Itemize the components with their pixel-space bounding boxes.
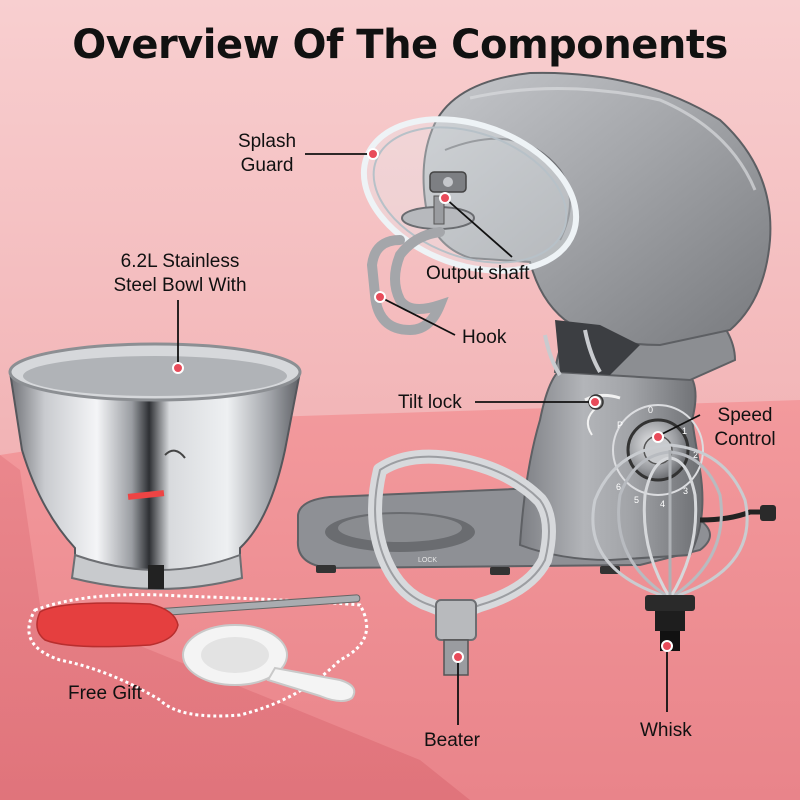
stainless-bowl: [8, 342, 302, 590]
label-splash-guard-line1: Splash: [237, 131, 297, 152]
base-lock-text: LOCK: [418, 557, 437, 564]
stand-mixer: LOCK 0 1 2 3: [296, 71, 776, 575]
dial-mark-6: 6: [616, 482, 621, 492]
label-speed-control-line1: Speed: [717, 405, 773, 426]
free-gift-accessories: [27, 593, 369, 718]
dial-mark-2: 2: [693, 450, 698, 460]
label-speed-control-line2: Control: [714, 429, 776, 450]
dial-mark-p: P: [617, 420, 623, 430]
label-splash-guard: Splash Guard: [222, 130, 312, 178]
table-front: [0, 455, 470, 800]
label-beater: Beater: [424, 730, 480, 751]
label-bowl-line2: Steel Bowl With: [113, 275, 247, 296]
label-tilt-lock: Tilt lock: [398, 392, 462, 413]
label-splash-guard-line2: Guard: [240, 155, 294, 176]
dial-mark-0: 0: [648, 405, 653, 415]
callout-dots: [172, 148, 673, 663]
label-output-shaft: Output shaft: [426, 263, 530, 284]
label-whisk: Whisk: [640, 720, 692, 741]
dough-hook: [366, 195, 475, 336]
dial-mark-4: 4: [660, 499, 665, 509]
label-hook: Hook: [462, 327, 507, 348]
callouts: [177, 153, 701, 725]
flat-beater: [368, 449, 556, 676]
dial-mark-5: 5: [634, 495, 639, 505]
wire-whisk: [591, 443, 749, 651]
dial-mark-3: 3: [683, 486, 688, 496]
label-bowl: 6.2L Stainless Steel Bowl With: [90, 250, 270, 298]
label-speed-control: Speed Control: [700, 404, 790, 452]
dial-mark-1: 1: [682, 426, 687, 436]
page-title: Overview Of The Components: [72, 22, 728, 68]
label-free-gift: Free Gift: [68, 683, 142, 704]
label-bowl-line1: 6.2L Stainless: [120, 251, 240, 272]
